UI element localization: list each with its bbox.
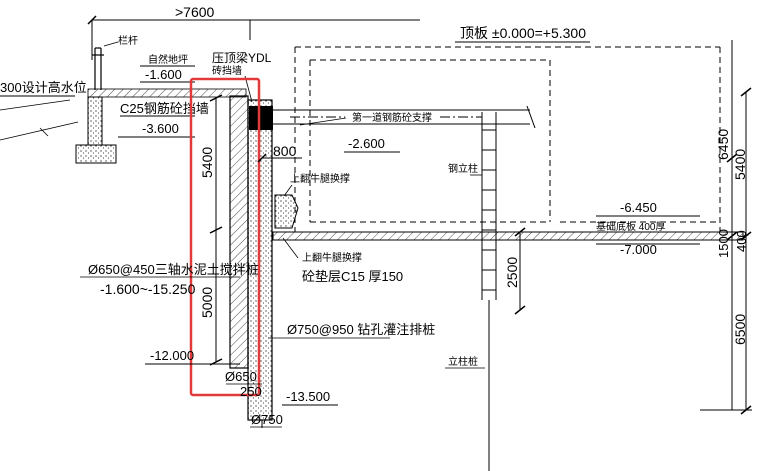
right-dim-6450: 6450 [715, 129, 731, 160]
base-slab-label: 基础底板 400厚 [596, 220, 665, 233]
right-dim-5400: 5400 [732, 149, 748, 180]
earth-slope [0, 99, 79, 141]
right-dim-400: 400 [734, 230, 749, 252]
smw-pile [229, 95, 249, 369]
railing [92, 47, 104, 90]
lattice-column-label: 钢立柱 [448, 162, 478, 175]
b1-elevation: -3.600 [142, 121, 179, 136]
dashed-outline [294, 46, 721, 232]
upper-bracket2-label: 上翻牛腿换撑 [302, 251, 362, 264]
pile-bottom-elevation: -12.000 [150, 348, 194, 363]
left-dim-5400: 5400 [199, 147, 215, 178]
ground-slab [87, 88, 247, 98]
natural-ground-label: 自然地坪 [148, 53, 188, 66]
cap-beam-block [249, 106, 273, 130]
base-bottom-elevation: -7.000 [620, 242, 657, 257]
right-vertical-dims [700, 40, 752, 415]
dim-2500-line [514, 227, 526, 315]
dim-2500: 2500 [504, 257, 520, 288]
smw-label: Ø650@450三轴水泥土搅拌桩 [88, 262, 259, 277]
retaining-wall-footing [75, 96, 117, 164]
highlight-box [189, 77, 261, 397]
dim-800: 800 [273, 143, 297, 159]
top-width-label: >7600 [175, 4, 215, 20]
right-dim-6500: 6500 [732, 314, 748, 345]
bored-bottom-elevation: -13.500 [286, 389, 330, 404]
strut-label: 第一道钢筋砼支撑 [352, 111, 432, 124]
dim-650: Ø650 [225, 369, 257, 384]
dim-250: 250 [240, 384, 262, 399]
slab-bottom-elevation: -6.450 [620, 200, 657, 215]
strut-beam [273, 105, 536, 129]
c25-wall-label: C25钢筋砼挡墙 [120, 101, 209, 116]
cap-beam-label: 压顶梁YDL [212, 50, 272, 65]
lattice-column [481, 112, 497, 471]
base-slab [272, 231, 744, 241]
bored-pile-label: Ø750@950 钻孔灌注排桩 [287, 322, 435, 337]
right-dim-1500: 1500 [716, 229, 731, 258]
top-dimension [87, 15, 420, 60]
smw-range: -1.600~-15.250 [100, 281, 196, 297]
left-vertical-dims [209, 94, 223, 366]
column-pile-label: 立柱桩 [448, 355, 478, 368]
ground-elevation: -1.600 [145, 67, 182, 82]
railing-label: 栏杆 [118, 34, 138, 47]
roof-elevation: 顶板 ±0.000=+5.300 [460, 25, 586, 41]
left-dim-5000: 5000 [199, 287, 215, 318]
cushion-label: 砼垫层C15 厚150 [302, 269, 403, 284]
dim-750: Ø750 [251, 412, 283, 427]
strut-elevation: -2.600 [348, 136, 385, 151]
design-water-level: 300设计高水位 [0, 80, 87, 95]
upper-bracket-label: 上翻牛腿换撑 [290, 172, 350, 185]
brick-wall-label: 砖挡墙 [212, 64, 242, 77]
